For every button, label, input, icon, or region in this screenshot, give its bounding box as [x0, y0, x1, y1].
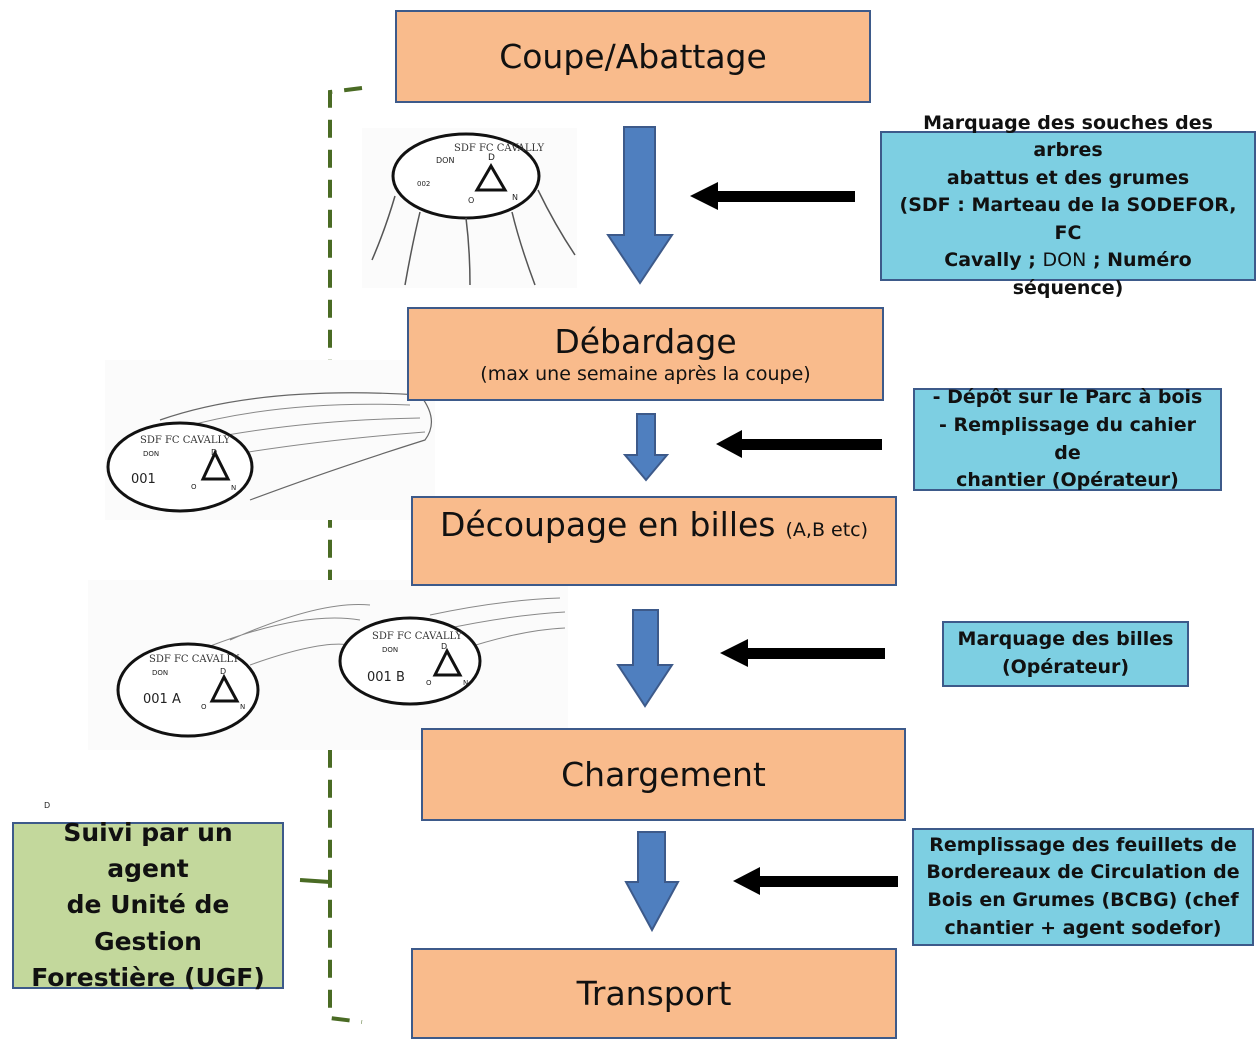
- stump-n: N: [512, 193, 518, 202]
- ugf-bracket: [328, 86, 363, 1024]
- stump-sketch: SDF FC CAVALLY DON 002 D O N: [362, 128, 577, 288]
- note-line: chantier + agent sodefor): [944, 916, 1222, 939]
- step-title: Découpage en billes: [439, 505, 776, 544]
- log1-number: 001: [131, 472, 156, 487]
- log2a-o: O: [201, 703, 207, 711]
- note-arrow-1: [690, 182, 855, 210]
- note-line: Bordereaux de Circulation de: [926, 861, 1240, 884]
- note-line: - Remplissage du cahier de: [938, 413, 1197, 464]
- log-sketch-1: SDF FC CAVALLY DON 001 D O N: [105, 360, 435, 520]
- note-line: - Dépôt sur le Parc à bois: [932, 386, 1203, 409]
- stump-d: D: [488, 153, 495, 163]
- note-line: Bois en Grumes (BCBG) (chef: [927, 889, 1239, 911]
- note-line: (SDF : Marteau de la SODEFOR, FC: [899, 194, 1237, 244]
- flow-arrow-3: [616, 609, 674, 708]
- log2a-header: SDF FC CAVALLY: [149, 654, 240, 665]
- flow-arrow-2: [622, 413, 670, 482]
- step-title: Chargement: [561, 754, 766, 794]
- note-line: Remplissage des feuillets de: [929, 833, 1237, 856]
- step-title: Transport: [576, 973, 732, 1013]
- step-debardage: Débardage (max une semaine après la coup…: [407, 307, 884, 401]
- step-chargement: Chargement: [421, 728, 906, 821]
- note-line: (Opérateur): [1001, 656, 1130, 678]
- ugf-box: Suivi par un agent de Unité de Gestion F…: [12, 818, 284, 992]
- note-arrow-2: [716, 430, 882, 458]
- note-line: abattus et des grumes: [946, 166, 1190, 189]
- note-arrow-3: [720, 639, 885, 667]
- log1-header: SDF FC CAVALLY: [140, 435, 231, 446]
- stump-don: DON: [436, 156, 454, 165]
- log2b-d: D: [441, 642, 447, 651]
- log-sketch-2: SDF FC CAVALLY DON 001 A D O N SDF FC CA…: [88, 580, 568, 750]
- log1-d: D: [211, 448, 217, 457]
- note-depot-parc: - Dépôt sur le Parc à bois - Remplissage…: [913, 386, 1222, 491]
- log2b-n: N: [463, 679, 468, 687]
- note-line: Marquage des billes: [957, 628, 1174, 651]
- log2a-don: DON: [152, 669, 168, 677]
- stump-number: 002: [417, 180, 430, 188]
- stump-header: SDF FC CAVALLY: [454, 143, 545, 154]
- note-line: Marquage des souches des arbres: [923, 111, 1213, 162]
- ugf-line: Forestière (UGF): [31, 962, 265, 992]
- log2a-number: 001 A: [143, 692, 181, 707]
- log2b-don: DON: [382, 646, 398, 654]
- ugf-line: de Unité de Gestion: [66, 890, 230, 956]
- step-transport: Transport: [411, 948, 897, 1039]
- flow-arrow-4: [624, 831, 680, 933]
- ugf-bracket-tick: [299, 878, 331, 884]
- log2b-header: SDF FC CAVALLY: [372, 631, 463, 642]
- log2a-n: N: [240, 703, 245, 711]
- log2b-o: O: [426, 679, 432, 687]
- log2a-d: D: [220, 667, 226, 676]
- note-line: ; Numéro séquence): [1012, 249, 1192, 299]
- note-line: chantier (Opérateur): [956, 469, 1179, 492]
- note-bcbg: Remplissage des feuillets de Bordereaux …: [912, 828, 1254, 946]
- flow-arrow-1: [606, 126, 674, 285]
- step-subtitle: (max une semaine après la coupe): [480, 362, 811, 385]
- stray-letter: D: [44, 801, 50, 810]
- step-decoupage: Découpage en billes (A,B etc): [411, 496, 897, 586]
- note-arrow-4: [733, 867, 898, 895]
- log2b-number: 001 B: [367, 670, 405, 685]
- log1-don: DON: [143, 450, 159, 458]
- step-title: Débardage: [554, 322, 737, 362]
- log1-o: O: [191, 483, 197, 491]
- step-coupe-abattage: Coupe/Abattage: [395, 10, 871, 103]
- ugf-line: Suivi par un agent: [63, 817, 233, 884]
- note-line-don: DON: [1042, 249, 1087, 272]
- step-suffix: (A,B etc): [785, 519, 869, 541]
- note-line: Cavally ;: [944, 249, 1043, 272]
- note-marquage-souches: Marquage des souches des arbres abattus …: [880, 112, 1256, 299]
- step-title: Coupe/Abattage: [499, 36, 767, 76]
- note-marquage-billes: Marquage des billes (Opérateur): [942, 621, 1189, 687]
- stump-o: O: [468, 196, 474, 205]
- log1-n: N: [231, 484, 236, 492]
